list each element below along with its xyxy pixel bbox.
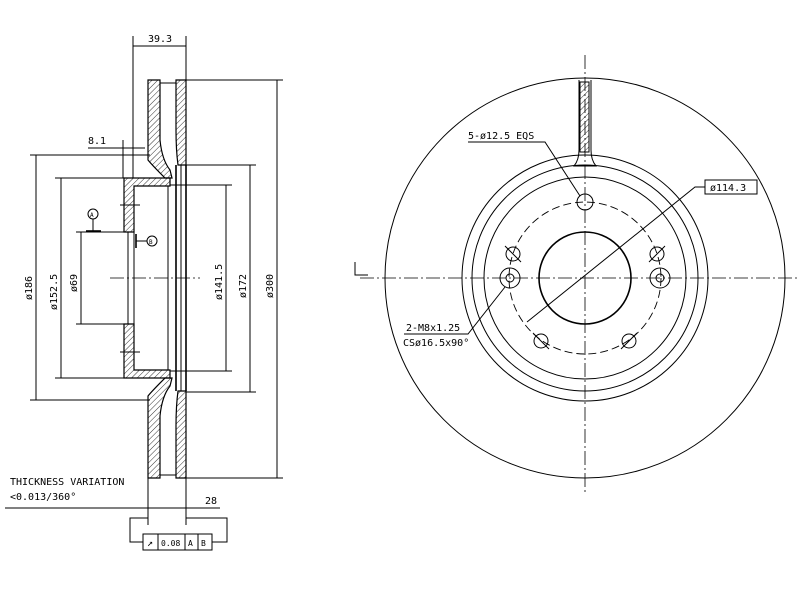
- tolerance-datum-b: B: [201, 539, 206, 548]
- dim-thickness: 28: [205, 496, 217, 507]
- thickness-label: THICKNESS VARIATION: [10, 477, 124, 488]
- inboard-plate-top: [175, 79, 187, 166]
- front-view: 5-ø12.5 EQS ø114.3 2-M8x1.25 CSø16.5x90°: [354, 55, 800, 495]
- datum-a-label: A: [90, 212, 94, 219]
- dim-d300: ø300: [265, 274, 276, 298]
- thread-note: 2-M8x1.25: [406, 323, 460, 334]
- dim-offset: 8.1: [88, 136, 106, 147]
- holes-note: 5-ø12.5 EQS: [468, 131, 534, 142]
- outboard-plate-bottom: [147, 377, 173, 479]
- dim-d141: ø141.5: [214, 264, 225, 300]
- tolerance-datum-a: A: [188, 539, 193, 548]
- tolerance-value: 0.08: [161, 539, 180, 548]
- pcd-label: ø114.3: [710, 183, 746, 194]
- dim-d152: ø152.5: [49, 274, 60, 310]
- threaded-holes: [499, 267, 671, 289]
- dim-d69: ø69: [69, 274, 80, 292]
- thickness-value: <0.013/360°: [10, 492, 76, 503]
- hat-bottom: [123, 323, 171, 379]
- countersink-note: CSø16.5x90°: [403, 338, 469, 349]
- section-view: 39.3 8.1 ø186 ø152.5 ø69 ø141.5 ø172 ø30…: [5, 34, 283, 551]
- inboard-plate-bottom: [175, 390, 187, 479]
- datum-b-label: B: [149, 239, 153, 246]
- dim-width-overall: 39.3: [148, 34, 172, 45]
- tolerance-frame: ↗ 0.08 A B: [142, 533, 213, 551]
- outboard-plate-top: [147, 79, 173, 179]
- dim-d186: ø186: [24, 276, 35, 300]
- runout-icon: ↗: [147, 538, 153, 549]
- dim-d172: ø172: [238, 274, 249, 298]
- bolt-circle: [508, 201, 662, 355]
- wheel-holes: [504, 193, 666, 350]
